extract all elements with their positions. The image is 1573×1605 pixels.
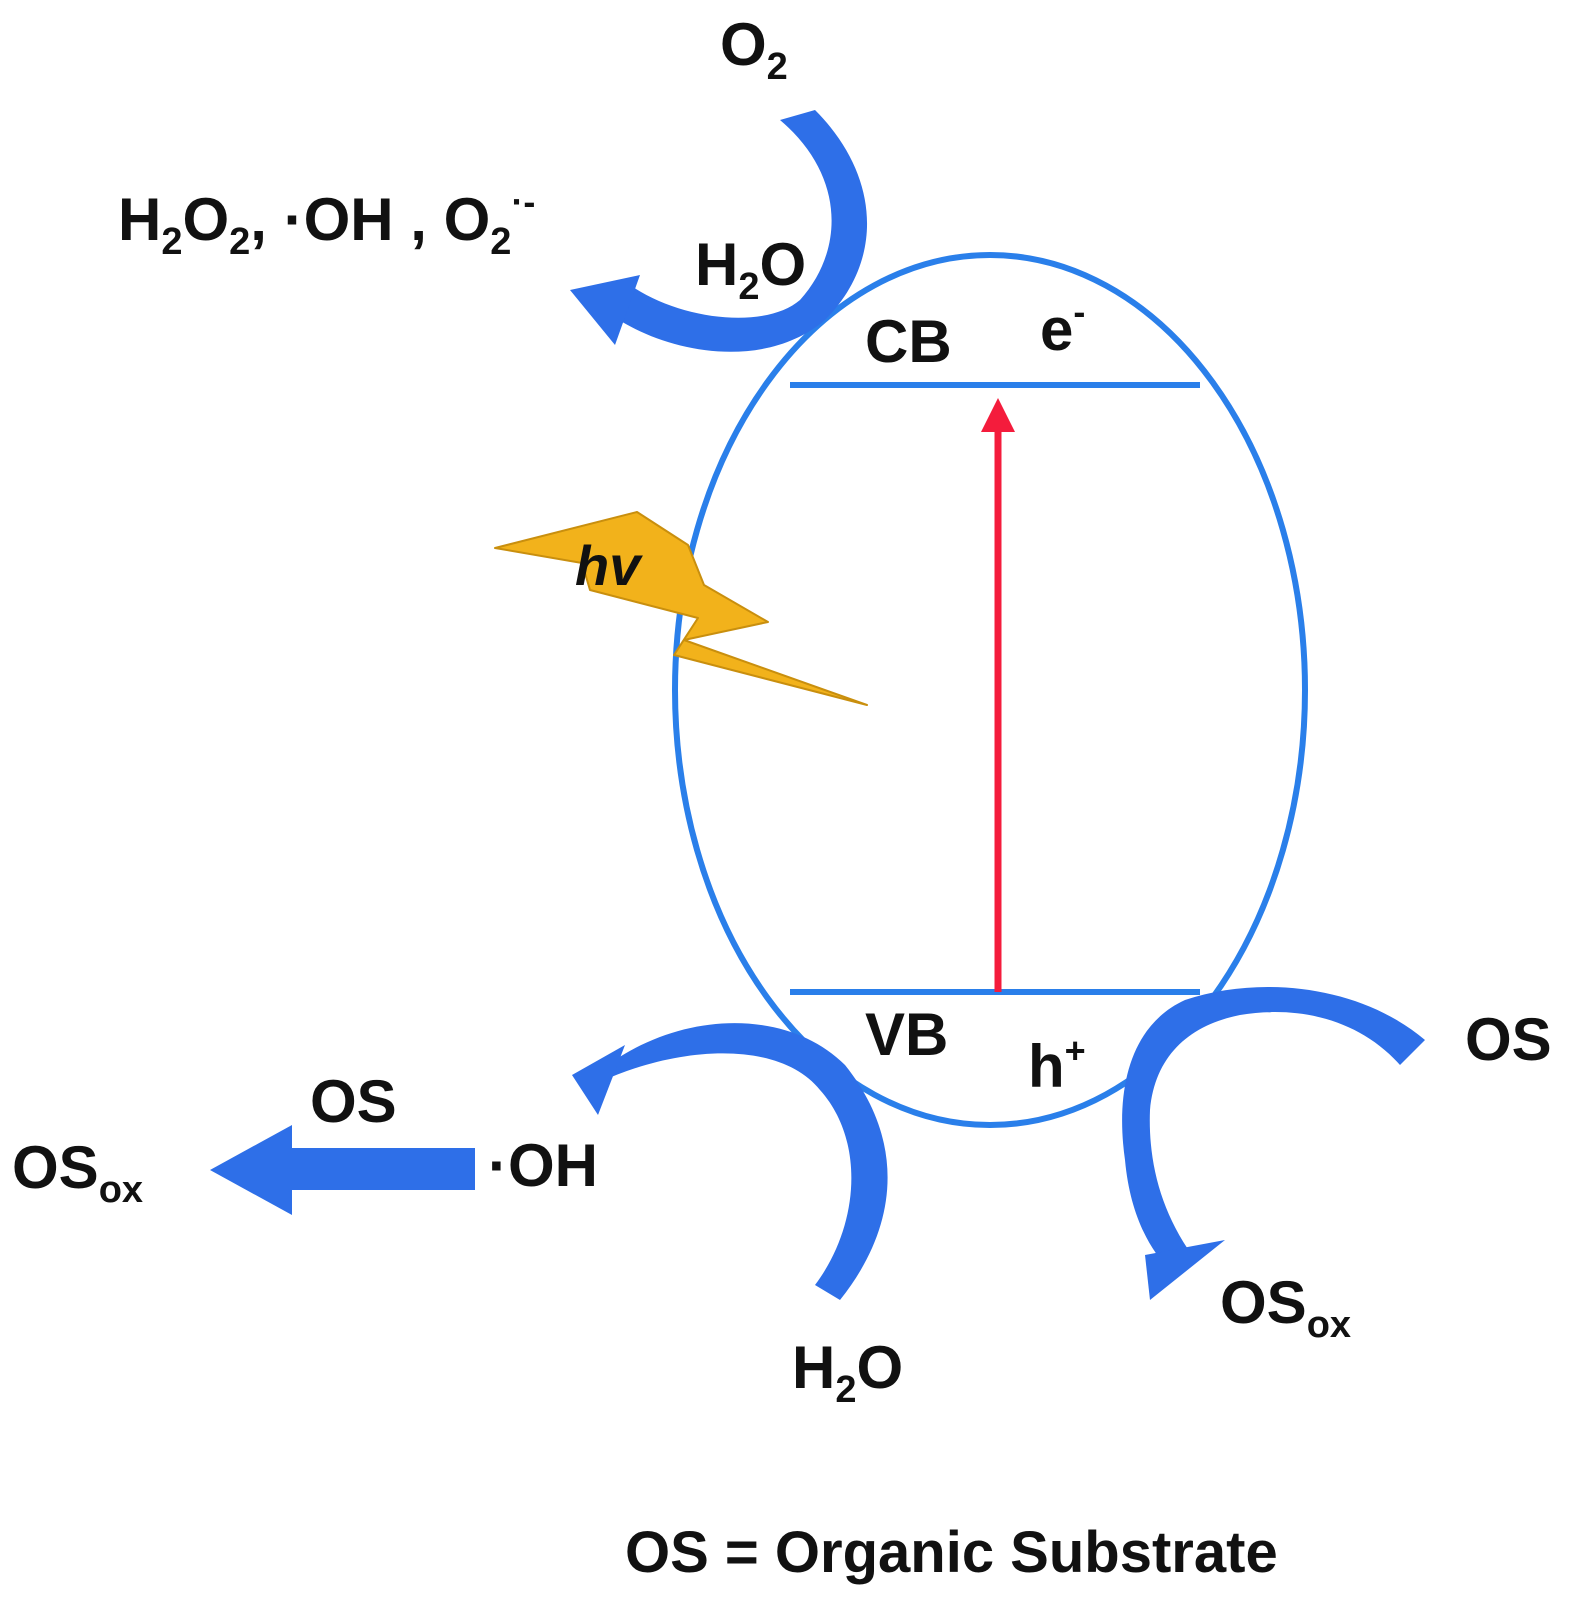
oh-to-osox-arrow [210,1125,475,1215]
oxidized-substrate-label-left: OSox [12,1134,143,1211]
substrate-label-right: OS [1465,1006,1552,1073]
oxidized-substrate-label-right: OSox [1220,1269,1351,1346]
valence-band-label: VB [865,1001,948,1068]
reduction-arrow [570,110,868,352]
hole-label: h+ [1028,1030,1086,1100]
water-label-top: H2O [695,231,806,308]
up-arrow-icon [981,398,1015,992]
legend-text: OS = Organic Substrate [625,1520,1278,1585]
substrate-oxidation-arrow [1122,987,1425,1300]
electron-label: e- [1040,291,1085,363]
o2-label: O2 [720,11,788,88]
water-oxidation-arrow [572,1023,888,1300]
water-label-bottom: H2O [792,1334,903,1411]
semiconductor-particle [672,252,1308,1128]
photon-energy-label: hv [575,534,643,597]
products-label: H2O2, ·OH , O2·- [118,181,535,263]
lightning-bolt-icon [494,511,868,706]
hydroxyl-radical-label: ·OH [488,1132,598,1199]
conduction-band-label: CB [865,308,952,375]
substrate-label-left: OS [310,1068,397,1135]
